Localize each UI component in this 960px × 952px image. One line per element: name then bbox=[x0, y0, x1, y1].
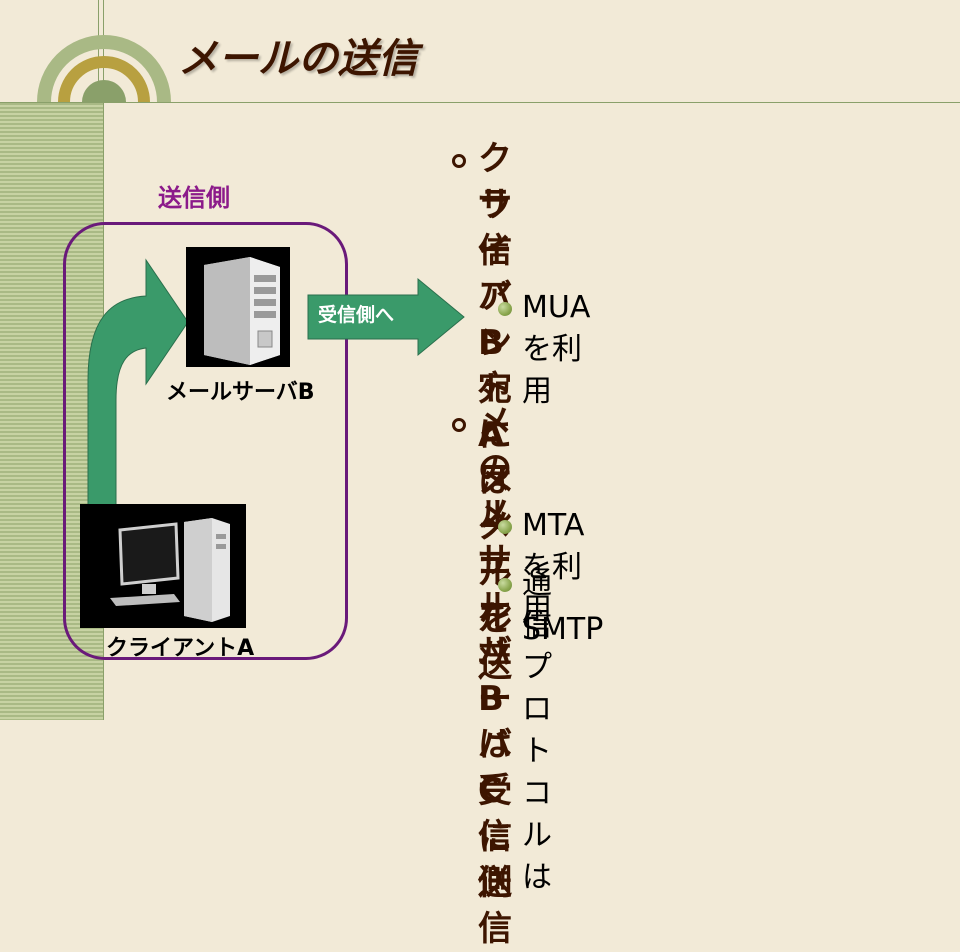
to-receiver-arrow-icon bbox=[307, 277, 465, 357]
bullet-1-line-2: サーバB宛にメールを送 bbox=[478, 185, 512, 685]
bullet-marker bbox=[452, 154, 466, 168]
desktop-computer-icon bbox=[110, 518, 230, 622]
header-divider-line bbox=[0, 102, 960, 103]
client-to-server-arrow-icon bbox=[87, 258, 189, 521]
sub-bullet-2-2-line-2: SMTP bbox=[522, 612, 604, 647]
sender-side-box bbox=[63, 222, 348, 660]
client-label: クライアントA bbox=[106, 636, 255, 661]
sub-bullet-marker bbox=[498, 302, 512, 316]
bullet-marker bbox=[452, 418, 466, 432]
server-tower-icon bbox=[204, 257, 280, 365]
mail-server-image bbox=[186, 247, 290, 367]
sub-bullet-marker bbox=[498, 520, 512, 534]
sub-bullet-1-1: MUA を利用 bbox=[522, 290, 591, 409]
slide-title: メールの送信 bbox=[178, 36, 418, 82]
sub-bullet-2-1: MTA を利用 bbox=[522, 508, 585, 627]
to-receiver-label: 受信側へ bbox=[318, 304, 395, 326]
sender-side-label: 送信側 bbox=[158, 184, 230, 212]
client-pc-image bbox=[80, 504, 246, 628]
left-divider-line-top bbox=[98, 0, 99, 102]
bullet-1-line-3: 信 bbox=[478, 231, 512, 271]
decorative-arcs-icon bbox=[37, 35, 171, 103]
mail-server-label: メールサーバB bbox=[166, 380, 315, 405]
sub-bullet-marker bbox=[498, 578, 512, 592]
